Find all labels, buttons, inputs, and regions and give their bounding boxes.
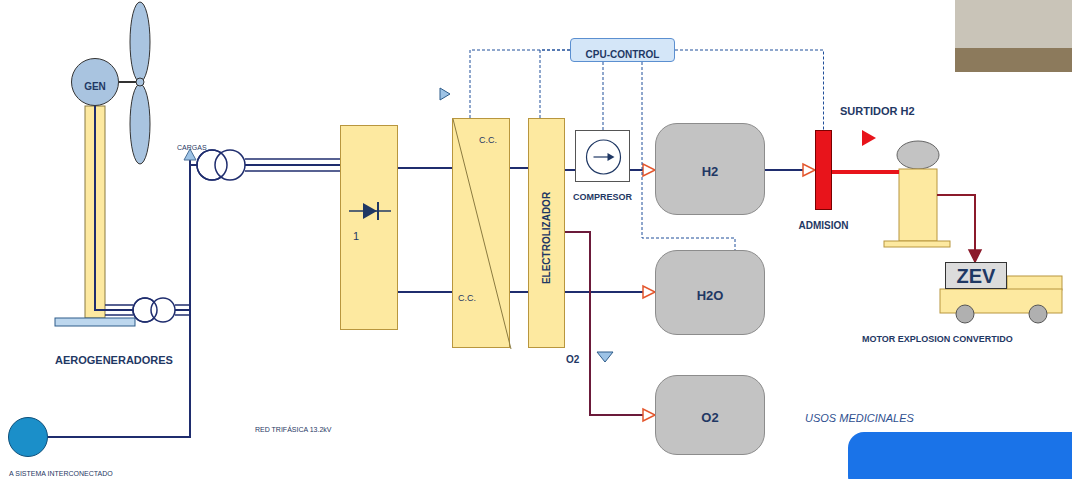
dispenser-head [897, 141, 939, 169]
load-label: CARGAS [177, 144, 207, 152]
node-label: CPU-CONTROL [586, 49, 660, 61]
turbine-blade [130, 84, 150, 164]
node-caption: COMPRESOR [573, 192, 632, 202]
connector [95, 106, 340, 310]
connector-line [565, 232, 655, 415]
connector-line [510, 168, 528, 292]
three-phase-lines [105, 159, 340, 315]
node-label: H2 [702, 165, 719, 180]
oxygen-outlet-label: O2 [566, 354, 579, 366]
electrolyzer-box: ELECTROLIZADOR [528, 118, 565, 348]
node-caption: SURTIDOR H2 [840, 105, 915, 118]
connector [937, 195, 981, 262]
compressor-box: COMPRESOR [575, 130, 630, 182]
connector [510, 168, 528, 292]
usage-note: USOS MEDICINALES [805, 412, 914, 425]
connector-line [398, 168, 452, 292]
turbine-blade [130, 2, 150, 82]
connector-line [675, 50, 824, 130]
node-label: GEN [84, 81, 106, 93]
pump-symbol [576, 131, 631, 183]
car-hood [1007, 276, 1062, 290]
control-unit-box: CPU-CONTROL [570, 38, 675, 62]
connector-line [565, 169, 575, 171]
dispenser-base [884, 241, 950, 247]
connector-line [95, 106, 340, 310]
hydrogen-dispenser: SURTIDOR H2 [899, 141, 937, 241]
connector [398, 168, 452, 292]
flow-triangle [862, 130, 876, 146]
arrowhead [643, 409, 655, 421]
hydrogen-tank: H2 [655, 123, 765, 215]
vehicle-label-box: ZEV [945, 262, 1007, 289]
node-label: ZEV [957, 264, 996, 287]
connector [765, 164, 815, 176]
connector-line [603, 62, 604, 130]
wind-turbines-label: AEROGENERADORES [55, 354, 173, 367]
connector-line [48, 165, 340, 437]
connector [675, 50, 824, 130]
rectifier-box: 1 [340, 125, 398, 330]
photo-ground [955, 48, 1072, 72]
connector [565, 232, 655, 421]
node-label: O2 [701, 411, 718, 426]
oxygen-tank: O2 [655, 375, 765, 455]
grid-voltage-label: RED TRIFÁSICA 13.2kV [255, 426, 332, 434]
photo-sky [955, 0, 1072, 50]
connector [565, 286, 655, 298]
connector [470, 50, 570, 118]
arrowhead [643, 286, 655, 298]
button-shape [848, 432, 1072, 479]
diode-symbol [341, 126, 399, 331]
diag-symbol [453, 119, 511, 349]
oxygen-outlet-triangle [597, 352, 613, 362]
arrowhead [803, 164, 815, 176]
node-label: H2O [697, 288, 724, 303]
connector-line [565, 291, 655, 293]
node-label: C.C. [458, 293, 476, 303]
signal-triangle [440, 88, 450, 100]
car-wheel [1029, 305, 1047, 323]
arrowhead [969, 250, 981, 262]
node-caption: A SISTEMA INTERCONECTADO [9, 470, 113, 478]
node-caption: ADMISION [799, 220, 849, 232]
converter-box: C.C. C.C. [452, 118, 510, 348]
connector [48, 165, 340, 437]
connector-line [832, 170, 899, 174]
node-label: ELECTROLIZADOR [541, 192, 553, 284]
generator-circle: GEN [71, 58, 119, 106]
grid-connection-circle: A SISTEMA INTERCONECTADO [8, 417, 48, 457]
connector-line [470, 50, 570, 118]
dispenser-body [899, 169, 937, 241]
connector [565, 170, 575, 171]
node-label: C.C. [479, 135, 497, 145]
connector [540, 50, 570, 118]
car-wheel [956, 305, 974, 323]
transformer-symbol [197, 150, 245, 180]
connector-line [540, 50, 570, 118]
transformer-symbol [133, 298, 175, 322]
turbine-base [55, 318, 135, 326]
node-label: 1 [353, 230, 359, 243]
connector [832, 172, 899, 173]
rotor-hub [136, 78, 144, 86]
arrowhead [643, 164, 655, 176]
intake-valve: ADMISION [815, 130, 832, 210]
connector [603, 62, 604, 130]
vehicle-label: MOTOR EXPLOSION CONVERTIDO [862, 334, 1013, 344]
water-tank: H2O [655, 250, 765, 335]
